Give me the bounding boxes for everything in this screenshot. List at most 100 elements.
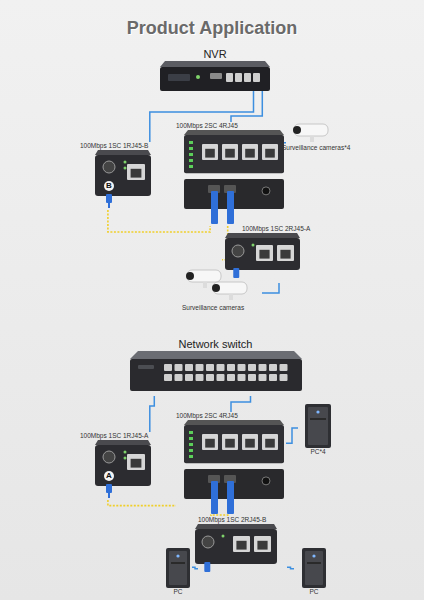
drive-bay	[307, 562, 321, 564]
converter-body	[225, 238, 300, 270]
device-drawing	[302, 548, 326, 588]
device-label: NVR	[203, 48, 226, 61]
media-converter: 100Mbps 1SC 2RJ45-B	[192, 516, 287, 580]
pc-tower	[166, 548, 190, 588]
rj45-socket	[131, 459, 142, 468]
switch-port	[237, 364, 245, 371]
rj45-port	[262, 144, 278, 160]
status-led	[189, 147, 193, 150]
ethernet-cable	[231, 396, 251, 412]
fiber-connector	[211, 191, 218, 224]
converter-body	[95, 445, 151, 486]
rj45-socket	[225, 149, 235, 158]
camera-body	[187, 270, 221, 282]
switch-port	[216, 364, 224, 371]
switch-port	[248, 374, 256, 381]
rj45-socket	[257, 541, 267, 550]
status-led	[189, 165, 193, 168]
switch-port	[269, 374, 277, 381]
switch-port	[185, 364, 193, 371]
power-button	[316, 410, 319, 413]
device-drawing	[184, 420, 284, 514]
device-label: 100Mbps 1SC 2RJ45-A	[242, 225, 310, 233]
switch-port	[174, 374, 182, 381]
fiber-connector	[211, 481, 218, 514]
network-switch: Network switch	[128, 338, 303, 396]
rj45-socket	[236, 541, 246, 550]
camera-body	[294, 124, 328, 136]
fiber-switch: 100Mbps 2SC 4RJ45	[176, 122, 286, 226]
switch-port	[216, 374, 224, 381]
switch-port	[279, 374, 287, 381]
switch-port	[164, 374, 172, 381]
converter-body	[195, 529, 277, 564]
sc-port	[202, 536, 214, 548]
nvr-top	[160, 61, 270, 67]
ethernet-cable	[150, 396, 155, 432]
switch-port	[248, 364, 256, 371]
ethernet-cable	[192, 567, 198, 569]
power-jack	[262, 477, 270, 485]
nvr-body	[160, 67, 270, 91]
fiber-connector	[106, 484, 112, 493]
status-led	[222, 535, 225, 538]
camera-bracket	[310, 136, 314, 142]
fiber-cable	[108, 210, 210, 232]
rj45-socket	[245, 439, 255, 448]
nvr-port	[244, 73, 251, 82]
converter-top	[195, 524, 277, 529]
status-led	[252, 244, 255, 247]
pc-group: PC*4	[298, 404, 338, 464]
vga-port	[210, 73, 222, 79]
rj45-port	[222, 434, 238, 450]
pc-front	[305, 551, 323, 585]
rj45-socket	[205, 439, 215, 448]
status-led	[124, 167, 127, 170]
status-led	[189, 455, 193, 458]
media-converter: 100Mbps 1SC 1RJ45-B	[80, 142, 173, 210]
rj45-socket	[280, 250, 290, 259]
device-drawing	[195, 524, 277, 572]
pc-front	[169, 551, 187, 585]
ethernet-cable	[262, 283, 279, 293]
rj45-port	[242, 144, 258, 160]
status-led	[189, 153, 193, 156]
device-drawing	[130, 351, 302, 391]
switch-logo	[138, 365, 154, 369]
switch-body	[184, 135, 284, 173]
sc-port	[103, 451, 115, 463]
converter-top	[95, 150, 151, 155]
device-drawing	[225, 233, 300, 278]
power-jack	[262, 187, 270, 195]
pc: PC	[158, 548, 198, 600]
power-button	[176, 554, 179, 557]
sc-port	[232, 245, 244, 257]
fiber-cable	[108, 493, 110, 498]
camera-body	[213, 282, 247, 294]
device-label: 100Mbps 1SC 2RJ45-B	[198, 516, 266, 524]
switch-port	[195, 374, 203, 381]
device-drawing	[184, 130, 284, 224]
device-drawing	[160, 61, 270, 91]
switch-port	[164, 364, 172, 371]
rj45-port	[222, 144, 238, 160]
fiber-cable	[108, 203, 110, 208]
switch-port	[258, 364, 266, 371]
rj45-socket	[265, 149, 275, 158]
switch-port	[237, 374, 245, 381]
drive-bay	[171, 562, 185, 564]
nvr-device: NVR	[160, 48, 270, 90]
status-led	[189, 449, 193, 452]
rj45-port	[202, 434, 218, 450]
device-label: 100Mbps 2SC 4RJ45	[176, 122, 238, 130]
device-label: 100Mbps 2SC 4RJ45	[176, 412, 238, 420]
device-drawing	[305, 404, 331, 448]
device-label: PC	[173, 588, 182, 596]
device-label: 100Mbps 1SC 1RJ45-A	[80, 432, 148, 440]
device-drawing	[290, 122, 340, 144]
nvr-display	[168, 74, 190, 81]
rj45-socket	[131, 169, 142, 178]
camera-lens	[212, 284, 220, 292]
drive-bay	[310, 418, 326, 420]
